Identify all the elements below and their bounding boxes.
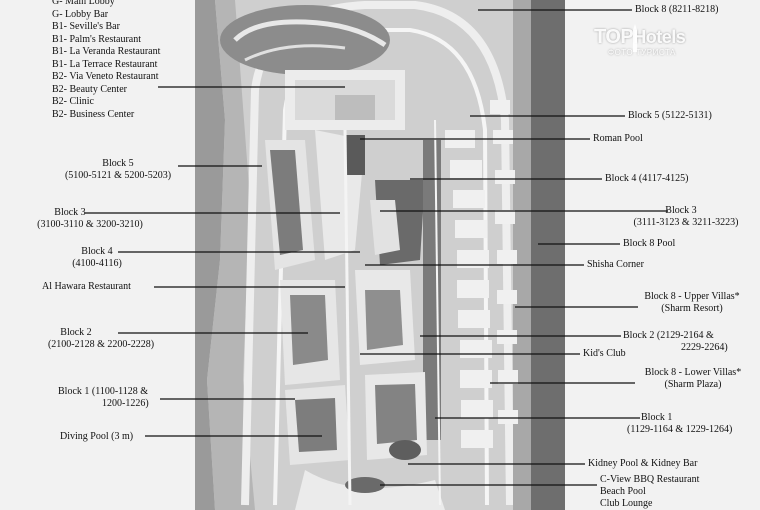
legend-item: B2- Via Veneto Restaurant [52, 71, 159, 82]
aerial-photo-drawing [195, 0, 565, 510]
tower-icon [633, 24, 637, 52]
watermark-subtitle: ФОТО ТУРИСТА [608, 48, 676, 57]
label-title: Block 3 [54, 207, 86, 218]
legend-item: G- Lobby Bar [52, 8, 109, 20]
label-block4-left: Block 4 (4100-4116) [62, 246, 132, 270]
label-block1-right: Block 1 (1129-1164 & 1229-1264) [627, 412, 732, 436]
label-rooms: (5100-5121 & 5200-5203) [64, 170, 172, 181]
label-block1-left: Block 1 (1100-1128 & 1200-1226) [58, 386, 149, 410]
label-rooms: (2100-2128 & 2200-2228) [47, 339, 155, 350]
legend-item: B2- Beauty Center [52, 83, 127, 95]
label-rooms: (3100-3110 & 3200-3210) [37, 219, 143, 230]
label-block5-right: Block 5 (5122-5131) [628, 110, 712, 121]
legend-item: B2- Business Center [52, 108, 135, 120]
label-beach-pool: Beach Pool [600, 486, 646, 497]
label-line: 2229-2264) [681, 342, 728, 353]
label-title: Block 2 [60, 327, 92, 338]
legend-item: B1- Seville's Bar [52, 21, 120, 32]
label-title: Block 1 [641, 412, 673, 423]
label-block8-top: Block 8 (8211-8218) [635, 4, 719, 15]
label-rooms: (4100-4116) [72, 258, 122, 269]
legend-item: B1- Palm's Restaurant [52, 33, 142, 45]
label-block5-left: Block 5 (5100-5121 & 5200-5203) [52, 158, 184, 182]
tophotels-watermark: TOPHotels ФОТО ТУРИСТА [594, 24, 714, 74]
label-title: Block 4 [81, 246, 113, 257]
label-cview-group: C-View BBQ Restaurant Beach Pool Club Lo… [600, 474, 699, 510]
label-kidney-pool: Kidney Pool & Kidney Bar [588, 458, 698, 469]
label-line: 1200-1226) [102, 398, 149, 409]
legend-item: G- Main Lobby [52, 0, 115, 7]
label-cview: C-View BBQ Restaurant [600, 474, 700, 485]
label-sub: (Sharm Resort) [661, 303, 723, 314]
label-title: Block 5 [102, 158, 134, 169]
label-block2-right: Block 2 (2129-2164 & 2229-2264) [623, 330, 728, 354]
label-diving-pool: Diving Pool (3 m) [60, 431, 134, 442]
label-title: Block 8 - Lower Villas* [644, 367, 742, 378]
watermark-brand: TOPHotels [594, 26, 714, 48]
legend-item: B1- La Veranda Restaurant [52, 46, 161, 57]
label-shisha-corner: Shisha Corner [587, 259, 644, 270]
label-title: Block 3 [665, 205, 697, 216]
label-al-hawara: Al Hawara Restaurant [42, 281, 131, 292]
label-line: Block 2 (2129-2164 & [623, 330, 714, 341]
label-line: Block 1 (1100-1128 & [58, 386, 149, 397]
label-roman-pool: Roman Pool [593, 133, 643, 144]
label-title: Block 8 - Upper Villas* [644, 291, 740, 302]
label-block2-left: Block 2 (2100-2128 & 2200-2228) [36, 327, 166, 351]
label-rooms: (1129-1164 & 1229-1264) [627, 424, 733, 435]
label-block3-right: Block 3 (3111-3123 & 3211-3223) [626, 205, 746, 229]
label-sub: (Sharm Plaza) [664, 379, 722, 390]
label-kids-club: Kid's Club [583, 348, 626, 359]
legend-item: B1- La Terrace Restaurant [52, 58, 158, 70]
watermark-brand-hotels: Hotels [633, 27, 686, 47]
facility-legend: G- Main Lobby G- Lobby Bar B1- Seville's… [52, 0, 252, 121]
aerial-resort-map [195, 0, 565, 510]
label-club-lounge: Club Lounge [600, 498, 653, 509]
label-block4-right: Block 4 (4117-4125) [605, 173, 689, 184]
label-block3-left: Block 3 (3100-3110 & 3200-3210) [20, 207, 160, 231]
label-lower-villas: Block 8 - Lower Villas* (Sharm Plaza) [636, 367, 750, 391]
label-upper-villas: Block 8 - Upper Villas* (Sharm Resort) [636, 291, 748, 315]
legend-item: B2- Clinic [52, 96, 94, 107]
watermark-brand-top: TOP [594, 26, 634, 48]
label-rooms: (3111-3123 & 3211-3223) [633, 217, 739, 228]
label-block8-pool: Block 8 Pool [623, 238, 676, 249]
